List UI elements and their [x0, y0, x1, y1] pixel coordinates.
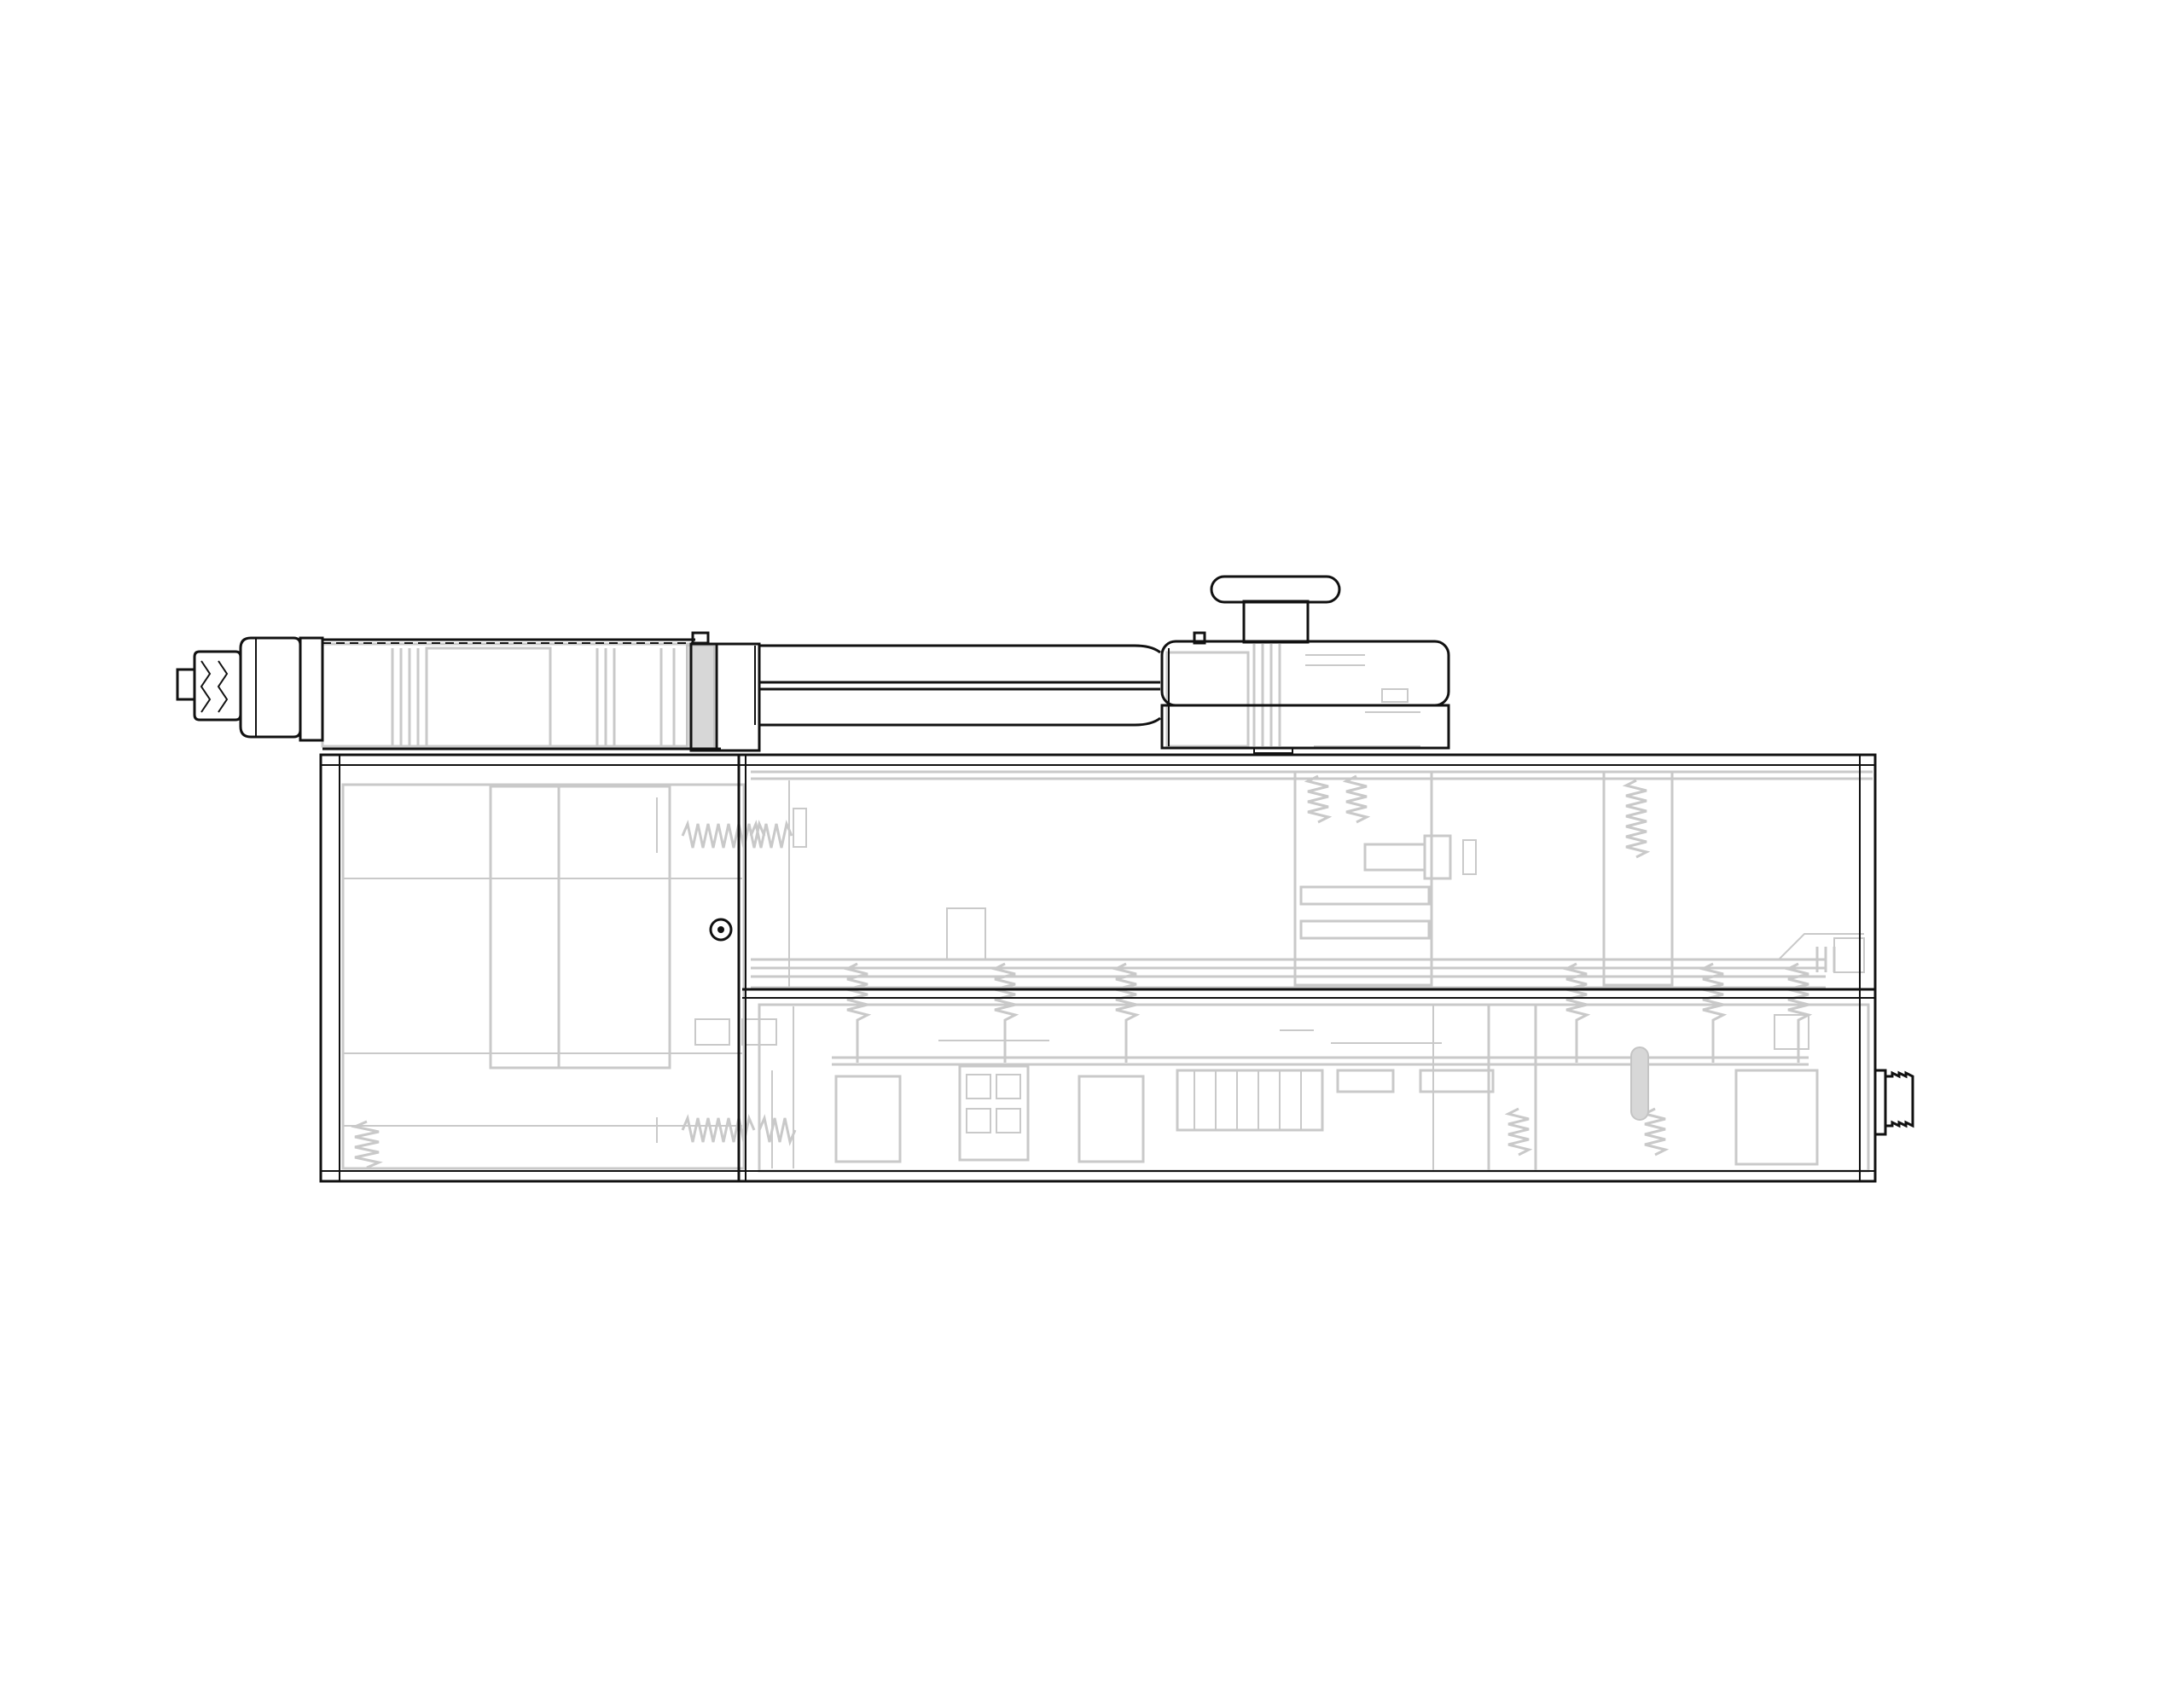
head-housing [1160, 640, 1450, 707]
spring-icon [1342, 774, 1371, 824]
spring-icon [749, 820, 793, 849]
spring-icon [1622, 779, 1651, 859]
hidden-pin [966, 1074, 991, 1099]
spring-icon [990, 962, 1019, 1063]
hidden-connector [1336, 1069, 1395, 1093]
hidden-pin [966, 1108, 991, 1133]
head-hidden-block [1165, 651, 1250, 748]
actuator-spring-icon [200, 660, 229, 713]
hidden-line [1778, 933, 1864, 960]
hidden-line [1815, 947, 1836, 972]
hidden-roller [1630, 1046, 1649, 1121]
hidden-box [694, 1018, 730, 1046]
spring-icon [1699, 962, 1728, 1063]
spring-icon [1504, 1107, 1533, 1157]
spring-icon [1562, 962, 1591, 1063]
head-pin-cap [1193, 631, 1206, 645]
spring-icon [1641, 1107, 1670, 1157]
arm-hidden-frame [321, 642, 708, 748]
connector-flange [1873, 1069, 1887, 1136]
hidden-motor-housing [1734, 1069, 1819, 1166]
hidden-plate [1299, 919, 1431, 940]
rod-taper-bottom [1134, 716, 1161, 727]
hidden-spring-housing [1602, 770, 1674, 987]
left-inner-frame [341, 783, 746, 1170]
hidden-connector [958, 1064, 1030, 1162]
hidden-pin [996, 1074, 1021, 1099]
adjustment-knob-icon[interactable] [1210, 575, 1341, 604]
grip-collar [299, 636, 324, 742]
head-foot [1253, 747, 1293, 754]
visible-outlines [176, 575, 1914, 1183]
left-block-b [557, 785, 671, 1070]
fastener-icon [709, 918, 733, 942]
hidden-box [1462, 839, 1477, 875]
grip-sleeve [239, 636, 302, 739]
hidden-terminal-block [1176, 1069, 1324, 1132]
left-block-a [489, 785, 561, 1070]
fastener-center [717, 926, 724, 933]
hidden-slider-cap [1423, 834, 1452, 880]
hidden-pin [996, 1108, 1021, 1133]
main-housing [319, 753, 1877, 1183]
arm-joint-block [715, 642, 761, 752]
spring-icon [1304, 774, 1333, 824]
arm-hidden-block [425, 646, 552, 748]
hidden-box [1774, 1014, 1809, 1050]
rod-taper-top [1134, 644, 1161, 654]
spring-icon [1112, 962, 1141, 1063]
hidden-module [834, 1075, 902, 1163]
head-base [1160, 704, 1450, 750]
hidden-module [1077, 1075, 1145, 1163]
spring-icon [843, 962, 872, 1063]
hidden-box [793, 808, 807, 848]
arm-pin-cap [691, 631, 710, 645]
hidden-box [1381, 688, 1409, 703]
spring-icon [758, 1114, 797, 1146]
actuator-tip [176, 668, 196, 701]
knob-stem [1242, 600, 1310, 644]
threaded-connector-icon [1884, 1070, 1914, 1128]
hidden-bracket [946, 907, 986, 960]
spring-icon [351, 1120, 383, 1169]
hidden-internal-details [321, 642, 1873, 1173]
spring-icon [681, 820, 766, 849]
hidden-slider [1363, 843, 1426, 872]
hidden-plate [1299, 885, 1431, 906]
spring-icon [1784, 962, 1813, 1063]
hidden-connector [1419, 1069, 1495, 1093]
spring-icon [681, 1114, 756, 1143]
